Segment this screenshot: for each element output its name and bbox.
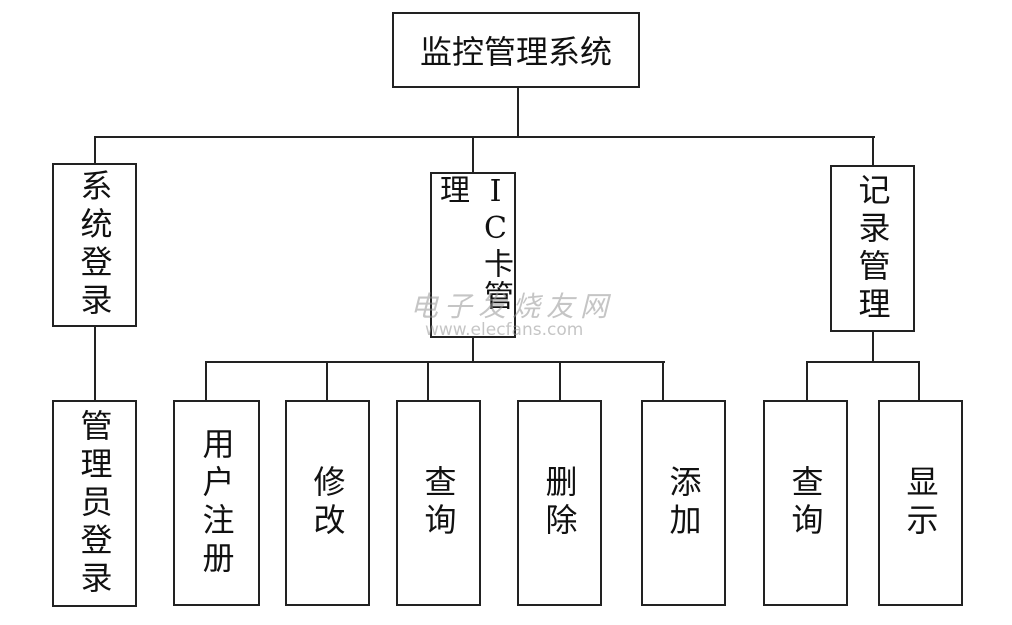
connector [806, 361, 808, 400]
connector [472, 338, 474, 362]
connector [427, 361, 429, 400]
connector [472, 136, 474, 172]
connector [918, 361, 920, 400]
node-delete: 删除 [517, 400, 602, 606]
connector [94, 136, 875, 138]
connector [872, 136, 874, 165]
node-modify: 修改 [285, 400, 370, 606]
node-query: 查询 [396, 400, 481, 606]
watermark-text: 电子发烧友网 [410, 290, 615, 323]
watermark-url: www.elecfans.com [425, 320, 584, 340]
root-node: 监控管理系统 [392, 12, 640, 88]
node-add: 添加 [641, 400, 726, 606]
connector [662, 361, 664, 400]
connector [806, 361, 920, 363]
connector [559, 361, 561, 400]
node-admin-login: 管理员登录 [52, 400, 137, 607]
connector [94, 327, 96, 400]
connector [205, 361, 207, 400]
connector [205, 361, 665, 363]
node-display: 显示 [878, 400, 963, 606]
node-ic-card-management: IC卡管理 [430, 172, 516, 338]
node-record-management: 记录管理 [830, 165, 915, 332]
connector [517, 88, 519, 138]
node-user-register: 用户注册 [173, 400, 260, 606]
connector [872, 332, 874, 362]
connector [94, 136, 96, 163]
connector [326, 361, 328, 400]
node-record-query: 查询 [763, 400, 848, 606]
node-system-login: 系统登录 [52, 163, 137, 327]
